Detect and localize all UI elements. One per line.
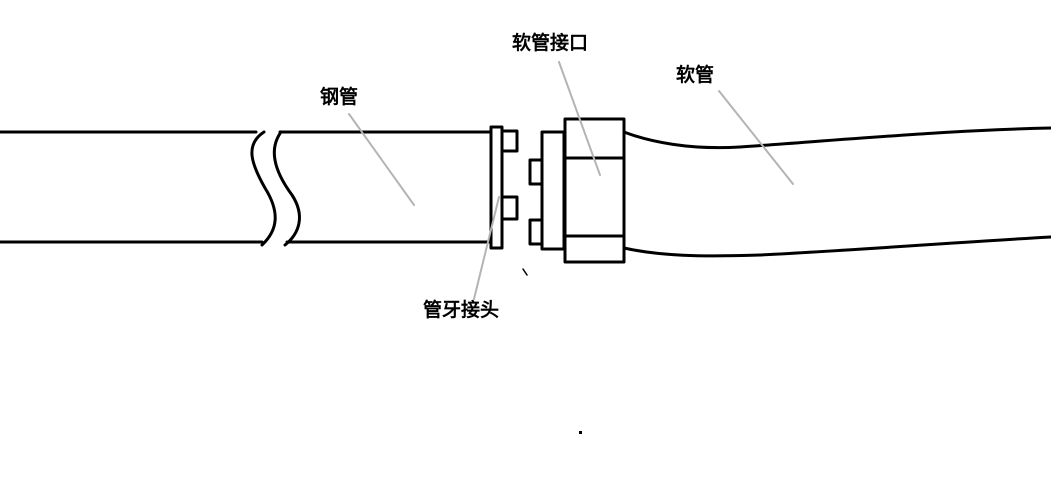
hose-label: 软管: [676, 64, 715, 86]
leader-hose: [718, 90, 794, 185]
steel-pipe-label: 钢管: [320, 86, 359, 108]
hose-body: [622, 126, 1051, 258]
steel-pipe-right-segment: [272, 130, 493, 247]
steel-pipe-left-segment: [0, 130, 277, 247]
leader-thread-joint: [473, 196, 500, 300]
stray-mark: [522, 268, 528, 276]
leader-steel-pipe: [348, 113, 415, 206]
hose-interface-fitting: [528, 117, 626, 264]
thread-joint-label: 管牙接头: [423, 299, 500, 321]
hose-interface-label: 软管接口: [512, 32, 589, 54]
leader-hose-interface: [558, 61, 601, 176]
thread-joint-fitting: [489, 125, 519, 250]
stray-dot: [579, 431, 582, 434]
